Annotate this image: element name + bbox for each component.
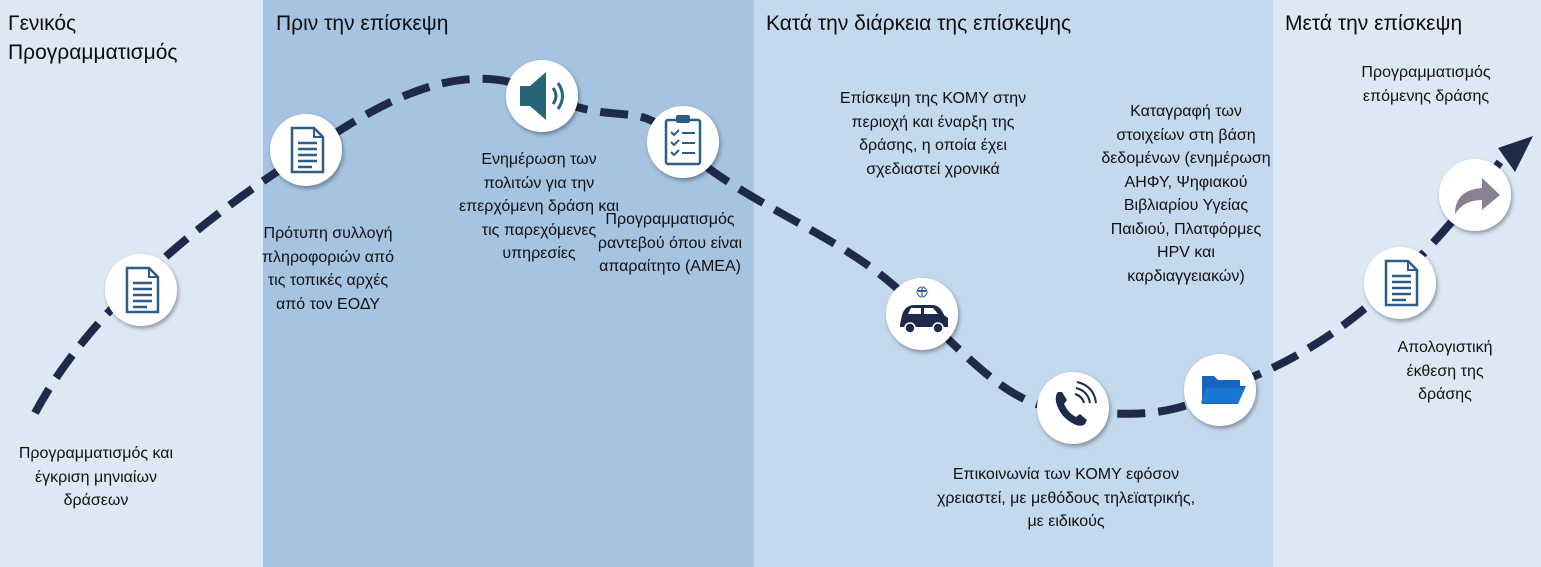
step-text-monthly-planning: Προγραμματισμός και έγκριση μηνιαίων δρά… <box>18 445 174 509</box>
document-icon <box>105 254 177 326</box>
step-text-next-action: Προγραμματισμός επόμενης δράσης <box>1361 64 1491 105</box>
clipboard-icon <box>647 106 719 178</box>
step-text-citizen-info: Ενημέρωση των πολιτών για την επερχόμενη… <box>458 151 620 262</box>
phase-title-general: Γενικός Προγραμματισμός <box>8 12 178 64</box>
speaker-icon <box>506 60 578 132</box>
folder-icon <box>1184 354 1256 426</box>
car-icon <box>886 278 958 350</box>
phone-icon <box>1037 372 1109 444</box>
step-text-report: Απολογιστική έκθεση της δράσης <box>1397 339 1493 403</box>
step-text-info-collection: Πρότυπη συλλογή πληροφοριών από τις τοπι… <box>262 225 394 313</box>
process-path <box>31 74 1504 418</box>
phase-title-before: Πριν την επίσκεψη <box>276 12 449 35</box>
step-text-telemedicine: Επικοινωνία των ΚΟΜΥ εφόσον χρειαστεί, μ… <box>936 466 1196 530</box>
step-text-visit-start: Επίσκεψη της ΚΟΜΥ στην περιοχή και έναρξ… <box>839 90 1027 178</box>
phase-title-during: Κατά την διάρκεια της επίσκεψης <box>766 12 1072 35</box>
step-text-data-recording: Καταγραφή των στοιχείων στη βάση δεδομέν… <box>1101 103 1271 285</box>
step-text-appointments: Προγραμματισμός ραντεβού όπου είναι απαρ… <box>597 211 743 275</box>
phase-during-visit <box>754 0 1273 567</box>
document-icon <box>270 114 342 186</box>
document-icon <box>1364 247 1436 319</box>
forward-arrow-icon <box>1439 159 1511 231</box>
path-arrowhead <box>1498 136 1533 172</box>
phase-title-after: Μετά την επίσκεψη <box>1285 12 1463 35</box>
